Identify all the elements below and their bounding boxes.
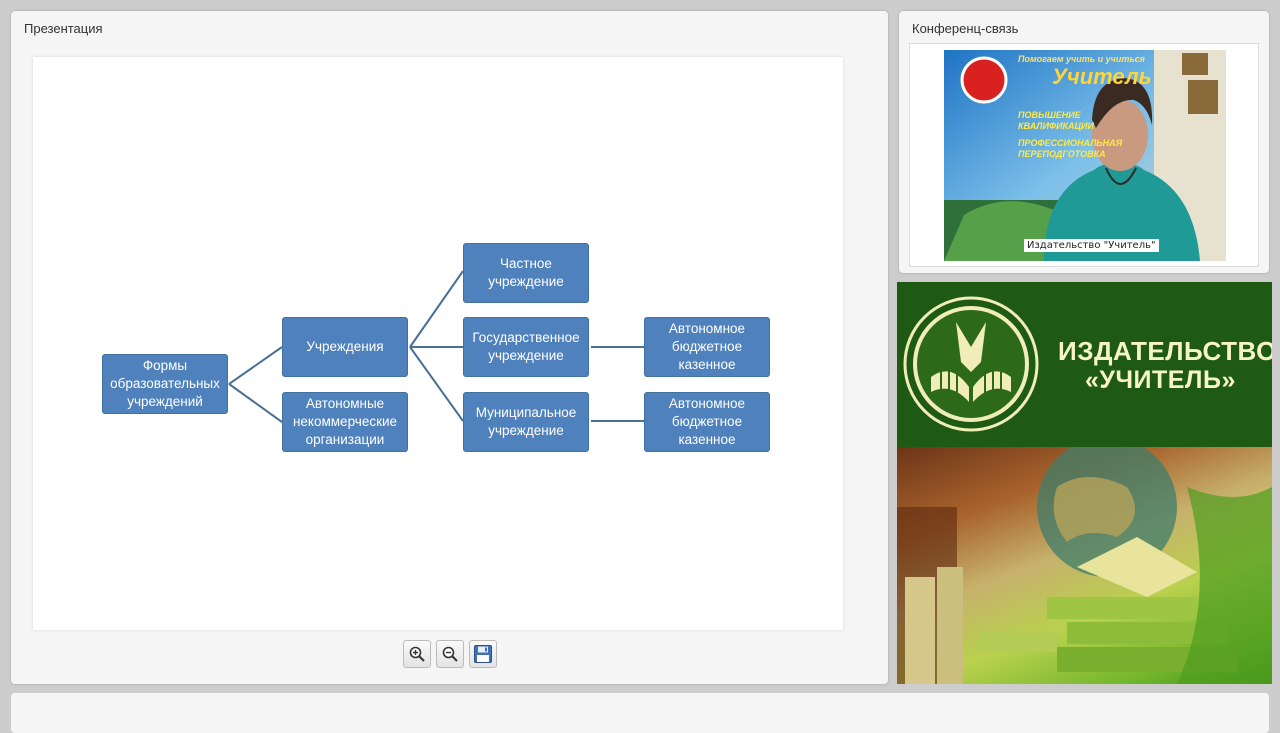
video-backdrop-item-1: ПОВЫШЕНИЕ КВАЛИФИКАЦИИ: [1018, 110, 1094, 131]
connector-institutions-private: [409, 270, 464, 348]
video-backdrop-brand: Учитель: [1052, 64, 1152, 89]
publisher-logo-icon: [903, 296, 1039, 432]
brand-line-1: ИЗДАТЕЛЬСТВО: [1058, 336, 1272, 366]
books-globe-illustration: [897, 447, 1272, 684]
slide-canvas: Формы образовательных учреждений Учрежде…: [33, 57, 843, 630]
brand-line-2: «УЧИТЕЛЬ»: [1085, 366, 1236, 394]
node-municipal: Муниципальное учреждение: [463, 392, 589, 452]
node-state-types: Автономное бюджетное казенное: [644, 317, 770, 377]
presentation-panel: Презентация Формы образовательных учрежд…: [11, 11, 888, 684]
video-backdrop: [944, 50, 1226, 261]
banner-books-image: [897, 447, 1272, 684]
conference-title: Конференц-связь: [912, 21, 1019, 36]
node-private: Частное учреждение: [463, 243, 589, 303]
backdrop-logo: [960, 56, 1008, 104]
connector-root-autonomous: [228, 383, 283, 423]
diagram-connectors: [228, 270, 644, 423]
connector-root-institutions: [228, 346, 283, 385]
node-state: Государственное учреждение: [463, 317, 589, 377]
node-institutions: Учреждения: [282, 317, 408, 377]
zoom-out-button[interactable]: [436, 640, 464, 668]
node-root: Формы образовательных учреждений: [102, 354, 228, 414]
zoom-in-icon: [409, 646, 425, 662]
video-backdrop-item-2: ПРОФЕССИОНАЛЬНАЯ ПЕРЕПОДГОТОВКА: [1018, 138, 1123, 159]
bottom-panel: [11, 693, 1269, 733]
speaker-name-label: Издательство "Учитель": [1024, 239, 1159, 252]
connector-institutions-municipal: [409, 346, 464, 422]
save-button[interactable]: [469, 640, 497, 668]
video-frame: Помогаем учить и учиться Учитель ПОВЫШЕН…: [909, 43, 1259, 267]
zoom-out-icon: [442, 646, 458, 662]
zoom-in-button[interactable]: [403, 640, 431, 668]
publisher-banner: ИЗДАТЕЛЬСТВО «УЧИТЕЛЬ»: [897, 282, 1272, 684]
presentation-title: Презентация: [24, 21, 103, 36]
banner-logo-area: ИЗДАТЕЛЬСТВО «УЧИТЕЛЬ»: [897, 282, 1272, 447]
node-autonomous-nonprofit: Автономные некоммерческие организации: [282, 392, 408, 452]
save-icon: [474, 645, 492, 663]
video-backdrop-tagline: Помогаем учить и учиться: [1018, 54, 1145, 64]
video-feed[interactable]: Помогаем учить и учиться Учитель ПОВЫШЕН…: [944, 50, 1226, 261]
node-municipal-types: Автономное бюджетное казенное: [644, 392, 770, 452]
conference-panel: Конференц-связь: [899, 11, 1269, 273]
